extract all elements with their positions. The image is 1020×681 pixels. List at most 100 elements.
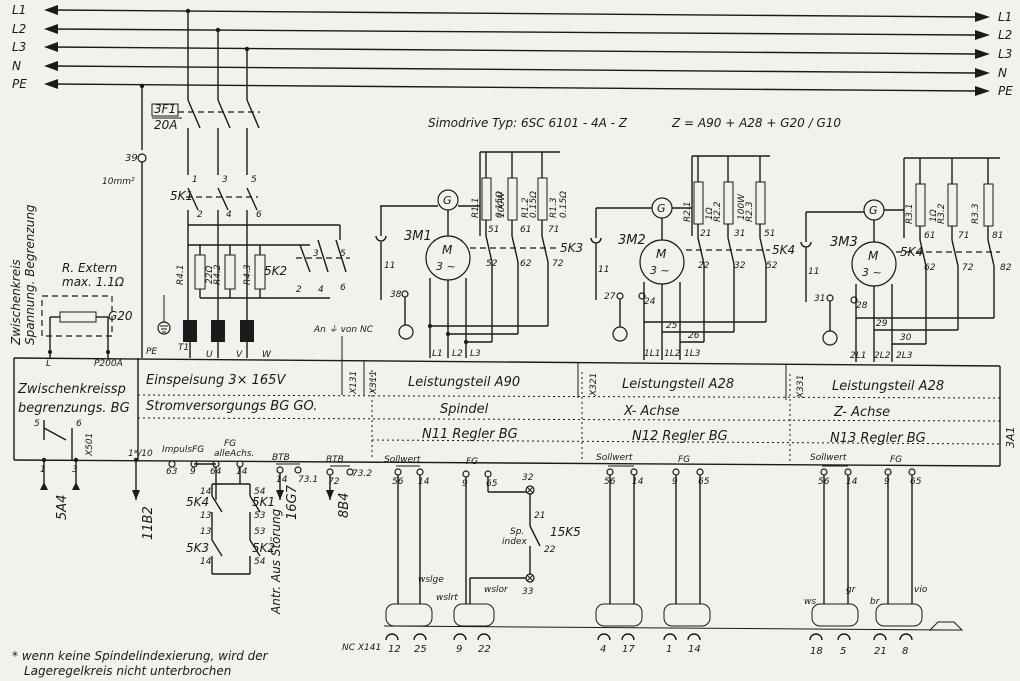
label-5k4-13: 13 xyxy=(200,511,212,521)
label-39: 39 xyxy=(125,153,138,164)
label-s32: 32 xyxy=(522,473,534,483)
label-5k1-54: 54 xyxy=(254,487,266,497)
label-fg-z: FG xyxy=(890,455,902,465)
label-t6: 6 xyxy=(256,210,262,220)
ground-3m1 xyxy=(398,324,414,340)
terminal-39 xyxy=(137,153,147,163)
label-spindel: Spindel xyxy=(440,402,489,417)
label-l: L xyxy=(46,359,51,369)
label-16g7: 16G7 xyxy=(285,484,300,520)
lower-left-interlocks: 5 6 X501 1 3 5A4 1*/10 11B2 xyxy=(34,419,156,540)
label-5k4a: 5K4 xyxy=(772,243,795,257)
label-x311: X311 xyxy=(369,371,379,395)
bus-label-l1-right: L1 xyxy=(998,10,1012,24)
btb-signals: BTB BTB 14 73.1 72 73.2 16G7 8B4 Antr. A… xyxy=(269,453,372,615)
label-2l1: 2L1 xyxy=(850,351,866,361)
label-5k2-54: 54 xyxy=(254,557,266,567)
label-5k2-t4: 4 xyxy=(318,285,324,295)
brake-resistors-r4: R4.1 22Ω R4.2 R4.3 5K2 3 5 2 4 6 xyxy=(176,224,350,299)
label-x131: X131 xyxy=(349,371,359,395)
bus-bars: L1 L2 L3 N PE L1 L2 L3 N PE xyxy=(12,3,1013,150)
motor-3m3: G M 3 ~ 3M3 11 31 28 R3.1 1Ω R3.2 R3.3 6… xyxy=(800,157,1012,362)
label-81: 81 xyxy=(992,231,1003,241)
label-c5: 5 xyxy=(840,646,846,657)
label-einspeisung: Einspeisung 3× 165V xyxy=(146,373,286,388)
label-r-max: max. 1.1Ω xyxy=(62,275,125,289)
label-3m1-38: 38 xyxy=(390,290,402,300)
label-t1-transformer: T1 xyxy=(178,343,189,353)
bus-label-l2-right: L2 xyxy=(998,28,1012,42)
label-c8: 8 xyxy=(902,646,908,657)
label-s22: 22 xyxy=(544,545,556,555)
label-r42: R4.2 xyxy=(213,264,223,285)
label-1l2: 1L2 xyxy=(664,349,681,359)
label-14a: 14 xyxy=(418,477,430,487)
label-3m1-l3: L3 xyxy=(470,349,481,359)
label-x501-5: 5 xyxy=(34,419,40,429)
label-r12: R1.2 xyxy=(521,197,531,218)
label-5k1-53: 53 xyxy=(254,511,266,521)
label-9c: 9 xyxy=(884,477,890,487)
label-m2: M xyxy=(656,247,667,261)
label-btb2: BTB xyxy=(326,455,344,465)
label-r31: R3.1 xyxy=(905,203,915,224)
label-s33: 33 xyxy=(522,587,534,597)
module-frame: X131 X311 X321 X331 Einspeisung 3× 165V … xyxy=(13,352,1017,467)
label-3m1-l2: L2 xyxy=(452,349,463,359)
label-82: 82 xyxy=(1000,263,1012,273)
z-axis-setpoint: Sollwert FG 56 14 9 65 ws gr br vio xyxy=(804,453,928,607)
label-btb-14: 14 xyxy=(276,475,288,485)
label-r41-value: 22Ω xyxy=(205,266,215,284)
label-5k4c: 5K4 xyxy=(186,495,209,509)
label-u: U xyxy=(206,350,213,360)
label-11b2: 11B2 xyxy=(141,506,156,540)
label-3ph1: 3 ~ xyxy=(436,260,456,273)
label-x-achse: X- Achse xyxy=(623,404,680,419)
label-1-10: 1*/10 xyxy=(128,449,153,459)
label-29: 29 xyxy=(876,319,888,329)
fuse-id: 3F1 xyxy=(154,102,176,116)
shielded-cables: NC X141 12 25 9 22 4 17 1 14 18 5 21 8 xyxy=(342,603,964,657)
label-5k3-13: 13 xyxy=(200,527,212,537)
label-5k2-53: 53 xyxy=(254,527,266,537)
label-3m1-11: 11 xyxy=(384,261,395,271)
label-3m2: 3M2 xyxy=(618,233,646,248)
footnote-line2: Lageregelkreis nicht unterbrochen xyxy=(24,664,231,678)
label-r22-watt: 100W xyxy=(737,193,747,220)
label-x501: X501 xyxy=(85,433,95,457)
label-c21: 21 xyxy=(874,646,887,657)
label-31b: 31 xyxy=(734,229,745,239)
label-r21: R2.1 xyxy=(683,201,693,222)
label-stromversorgung: Stromversorgungs BG GO. xyxy=(146,399,317,414)
label-1l1: 1L1 xyxy=(644,349,660,359)
motor-3m1: G M 3 ~ 3M1 11 38 R1.1 0.15Ω 100W R1.2 0… xyxy=(375,151,583,359)
label-x331: X331 xyxy=(796,375,806,399)
label-r22: R2.2 xyxy=(713,201,723,222)
label-wire-size: 10mm² xyxy=(102,177,135,187)
label-3ph3: 3 ~ xyxy=(862,266,882,279)
label-61a: 61 xyxy=(520,225,531,235)
label-73-1: 73.1 xyxy=(298,475,318,485)
label-gr: gr xyxy=(846,585,857,595)
label-8b4: 8B4 xyxy=(337,493,352,518)
label-wslrt: wslrt xyxy=(436,593,458,603)
label-r43: R4.3 xyxy=(243,264,253,285)
label-m1: M xyxy=(442,243,453,257)
label-r33: R3.3 xyxy=(971,203,981,224)
label-14b: 14 xyxy=(632,477,644,487)
label-3m1: 3M1 xyxy=(404,229,432,244)
label-vio: vio xyxy=(914,585,928,595)
label-r41: R4.1 xyxy=(176,264,186,285)
label-72a: 72 xyxy=(552,259,564,269)
label-z-achse: Z- Achse xyxy=(833,405,890,420)
label-5k2-t6: 6 xyxy=(340,283,346,293)
bus-label-l1: L1 xyxy=(12,3,26,17)
label-1l3: 1L3 xyxy=(684,349,701,359)
label-w: W xyxy=(262,350,272,360)
label-30: 30 xyxy=(900,333,912,343)
label-begrenzungs-bg: begrenzungs. BG xyxy=(18,401,130,416)
bus-label-l3: L3 xyxy=(12,40,26,54)
label-3ph2: 3 ~ xyxy=(650,264,670,277)
label-51b: 51 xyxy=(764,229,775,239)
label-21b: 21 xyxy=(700,229,711,239)
